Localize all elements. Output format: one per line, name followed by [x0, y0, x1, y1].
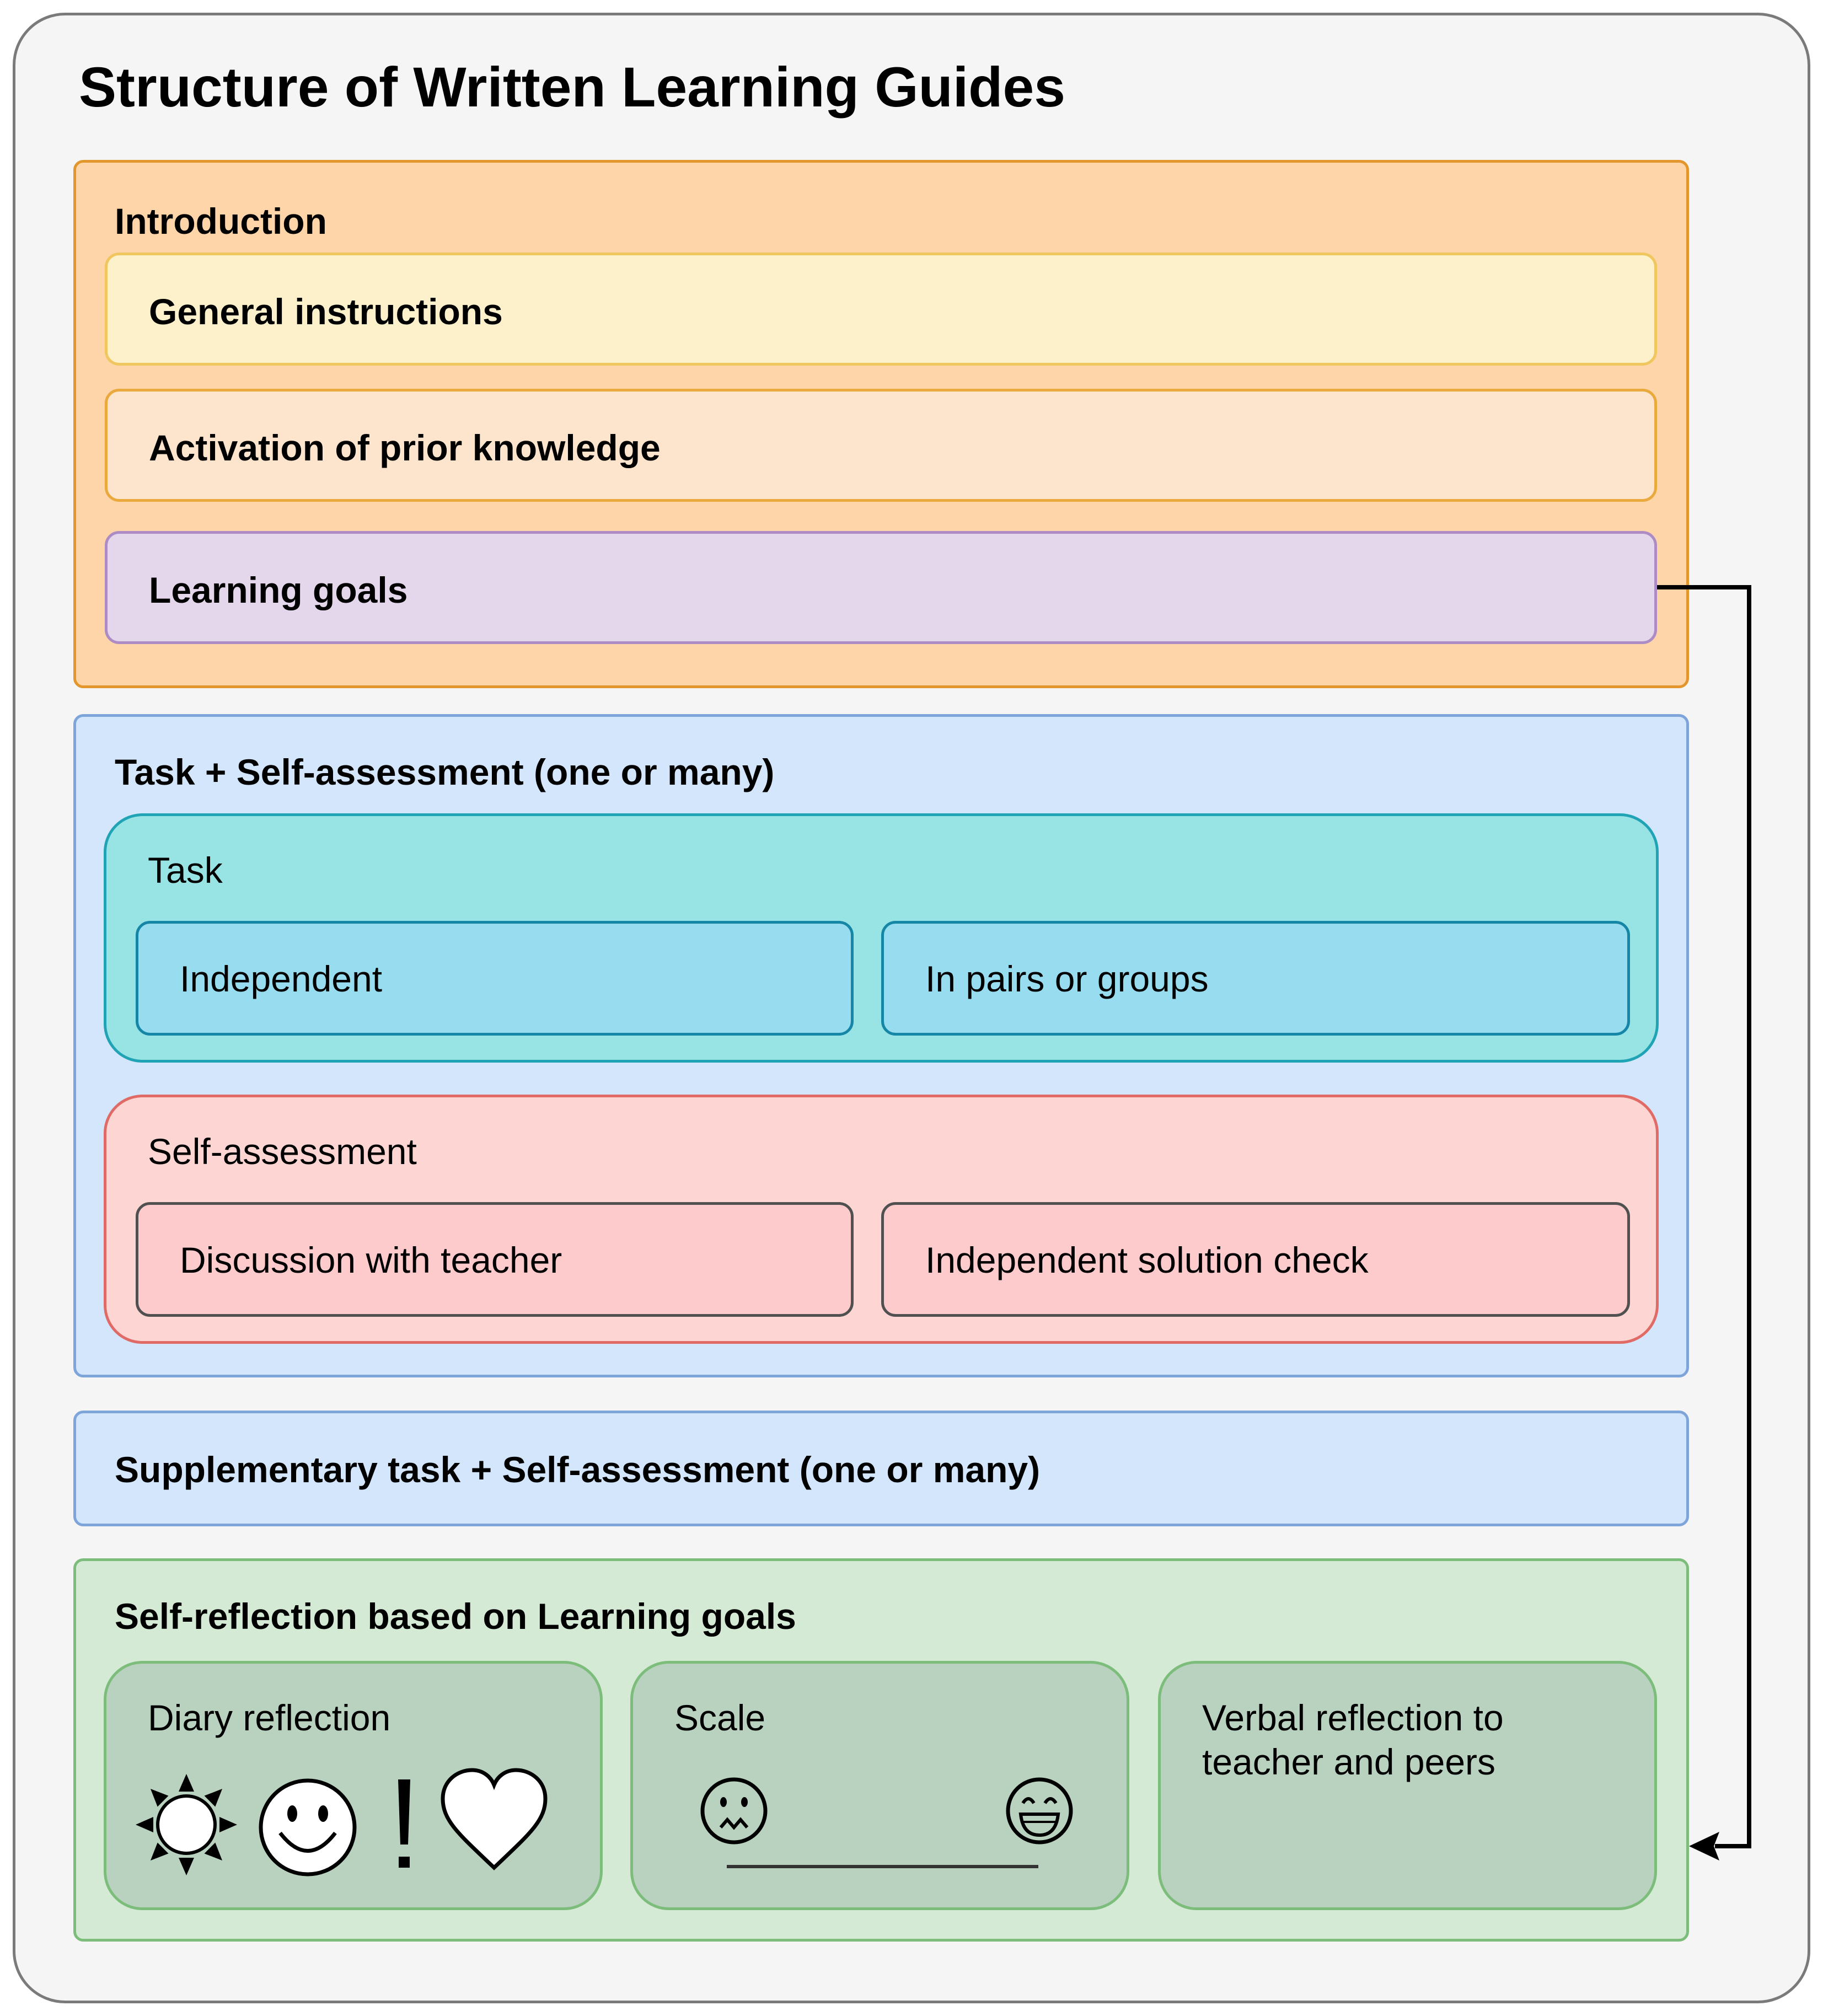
task-section-label: Task + Self-assessment (one or many)	[115, 752, 775, 792]
teacher-discussion-box: Discussion with teacher	[136, 1202, 854, 1317]
reflection-label: Self-reflection based on Learning goals	[115, 1596, 796, 1637]
scale-card: Scale	[630, 1661, 1129, 1910]
supplementary-label: Supplementary task + Self-assessment (on…	[115, 1449, 1041, 1490]
task-box: Task Independent In pairs or groups	[104, 813, 1659, 1063]
learning-goals-box: Learning goals	[105, 531, 1657, 644]
verbal-reflection-label-2: teacher and peers	[1202, 1741, 1496, 1782]
learning-goals-label: Learning goals	[149, 570, 408, 610]
introduction-label: Introduction	[115, 201, 327, 242]
pairs-groups-box: In pairs or groups	[881, 921, 1630, 1036]
solution-check-box: Independent solution check	[881, 1202, 1630, 1317]
diary-icons	[136, 1768, 548, 1876]
task-label: Task	[148, 850, 223, 891]
grinning-face-icon	[1006, 1777, 1073, 1845]
teacher-discussion-label: Discussion with teacher	[180, 1240, 562, 1280]
smiley-icon	[259, 1778, 357, 1876]
self-assessment-label: Self-assessment	[148, 1131, 417, 1172]
solution-check-label: Independent solution check	[925, 1240, 1369, 1280]
diary-reflection-card: Diary reflection	[104, 1661, 603, 1910]
general-instructions-box: General instructions	[105, 253, 1657, 366]
worried-face-icon	[700, 1777, 768, 1845]
scale-label: Scale	[674, 1697, 766, 1738]
sun-icon	[136, 1774, 237, 1875]
heart-icon	[441, 1768, 548, 1870]
verbal-reflection-card: Verbal reflection to teacher and peers	[1158, 1661, 1657, 1910]
prior-knowledge-box: Activation of prior knowledge	[105, 389, 1657, 502]
independent-box: Independent	[136, 921, 854, 1036]
verbal-reflection-label-1: Verbal reflection to	[1202, 1697, 1504, 1738]
diary-reflection-label: Diary reflection	[148, 1697, 391, 1738]
diagram-title: Structure of Written Learning Guides	[79, 56, 1065, 119]
general-instructions-label: General instructions	[149, 291, 503, 332]
scale-graphic	[700, 1777, 1073, 1868]
exclamation-icon	[398, 1779, 410, 1868]
supplementary-section: Supplementary task + Self-assessment (on…	[73, 1411, 1689, 1526]
independent-label: Independent	[180, 958, 383, 999]
self-assessment-box: Self-assessment Discussion with teacher …	[104, 1095, 1659, 1344]
pairs-groups-label: In pairs or groups	[925, 958, 1209, 999]
prior-knowledge-label: Activation of prior knowledge	[149, 427, 661, 468]
